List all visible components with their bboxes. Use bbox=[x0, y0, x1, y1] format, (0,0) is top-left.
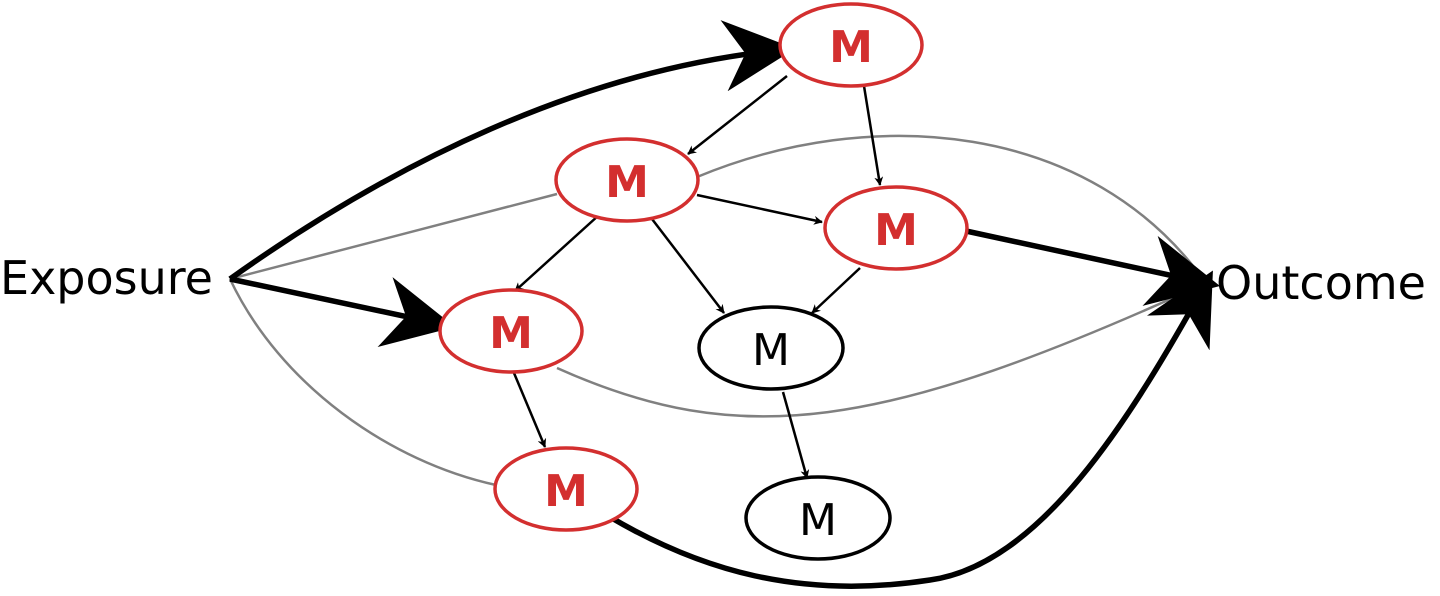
node-label: M bbox=[874, 205, 918, 256]
node-label: M bbox=[752, 325, 790, 376]
strong-path-exposure-m4 bbox=[229, 276, 455, 348]
weak-path-m4-outcome bbox=[556, 281, 1207, 418]
outcome-label: Outcome bbox=[1216, 256, 1426, 310]
node-label: M bbox=[799, 495, 837, 546]
strong-path-exposure-m1 bbox=[228, 20, 796, 282]
arrow-m1-m3 bbox=[862, 85, 884, 186]
arrow-m3-m6 bbox=[811, 267, 861, 314]
exposure-label: Exposure bbox=[0, 251, 213, 305]
mediator-node-2: M bbox=[554, 137, 700, 223]
mediator-node-4: M bbox=[438, 288, 584, 374]
mediator-node-7: M bbox=[744, 475, 892, 561]
node-label: M bbox=[489, 308, 533, 359]
strong-path-m5-outcome bbox=[608, 270, 1213, 589]
node-label: M bbox=[829, 22, 873, 73]
arrow-m4-m5 bbox=[512, 372, 547, 448]
weak-paths bbox=[228, 134, 1208, 487]
node-label: M bbox=[544, 466, 588, 517]
mediator-node-6: M bbox=[697, 305, 845, 391]
mediator-node-5: M bbox=[493, 446, 639, 532]
weak-path-exposure-m2 bbox=[229, 192, 558, 281]
arrow-m2-m6 bbox=[651, 218, 725, 314]
mediator-arrows bbox=[512, 75, 884, 479]
weak-path-m2-outcome bbox=[696, 134, 1208, 284]
arrow-m1-m2 bbox=[687, 75, 788, 155]
arrow-m2-m3 bbox=[696, 193, 823, 225]
mediator-node-3: M bbox=[823, 185, 969, 271]
weak-path-exposure-m5 bbox=[228, 278, 497, 487]
strong-paths bbox=[228, 20, 1220, 589]
mediator-node-1: M bbox=[778, 2, 924, 88]
arrow-m2-m4 bbox=[514, 214, 600, 292]
node-label: M bbox=[605, 157, 649, 208]
arrow-m6-m7 bbox=[781, 391, 810, 479]
